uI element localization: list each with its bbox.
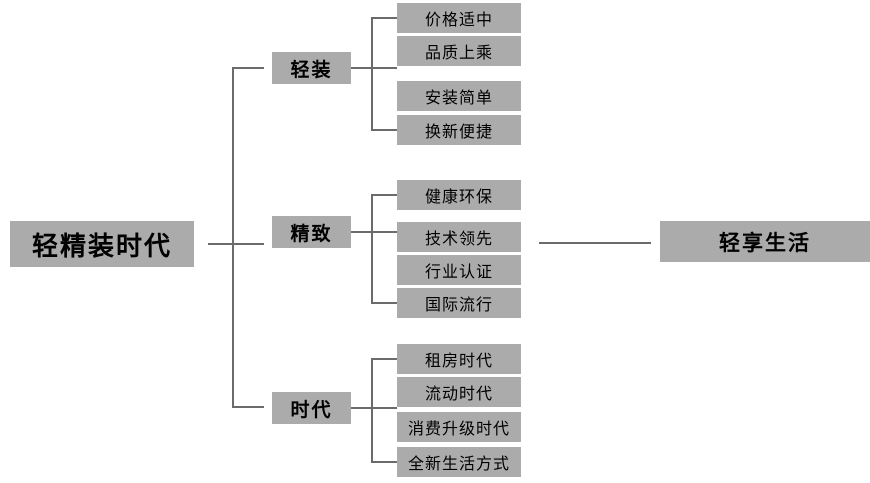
branch-1-spine-vertical [371,194,373,304]
branch-2-spine-bottom-stub [371,461,397,463]
root-spine-middle-stub [208,243,264,245]
root-spine-bottom-stub [232,406,264,408]
branch-0-spine-vertical [371,17,373,131]
root-spine-vertical [232,67,234,408]
branch-2-spine-vertical [371,358,373,463]
root-spine-top-stub [232,67,264,69]
leaf-node-1-3: 国际流行 [397,288,521,318]
leaf-node-0-2: 安装简单 [397,81,521,111]
branch-node-2: 时代 [272,392,351,424]
branch-0-spine-top-stub [371,17,397,19]
leaf-node-1-1: 技术领先 [397,222,521,252]
leaf-node-2-2: 消费升级时代 [397,412,521,442]
leaf-node-0-0: 价格适中 [397,3,521,33]
branch-node-0: 轻装 [272,52,351,84]
endpoint-node: 轻享生活 [660,221,870,262]
leaf-node-1-0: 健康环保 [397,180,521,210]
branch-2-connector [351,407,397,409]
branch-1-spine-bottom-stub [371,302,397,304]
leaf-node-2-3: 全新生活方式 [397,447,521,477]
branch-1-connector [351,231,397,233]
branch-0-spine-bottom-stub [371,129,397,131]
branch-node-1: 精致 [272,216,351,248]
endpoint-connector [539,242,651,244]
root-node: 轻精装时代 [10,221,194,267]
branch-2-spine-top-stub [371,358,397,360]
leaf-node-0-3: 换新便捷 [397,115,521,145]
branch-0-connector [351,67,397,69]
leaf-node-1-2: 行业认证 [397,255,521,285]
leaf-node-2-1: 流动时代 [397,377,521,407]
leaf-node-0-1: 品质上乘 [397,36,521,66]
leaf-node-2-0: 租房时代 [397,344,521,374]
branch-1-spine-top-stub [371,194,397,196]
